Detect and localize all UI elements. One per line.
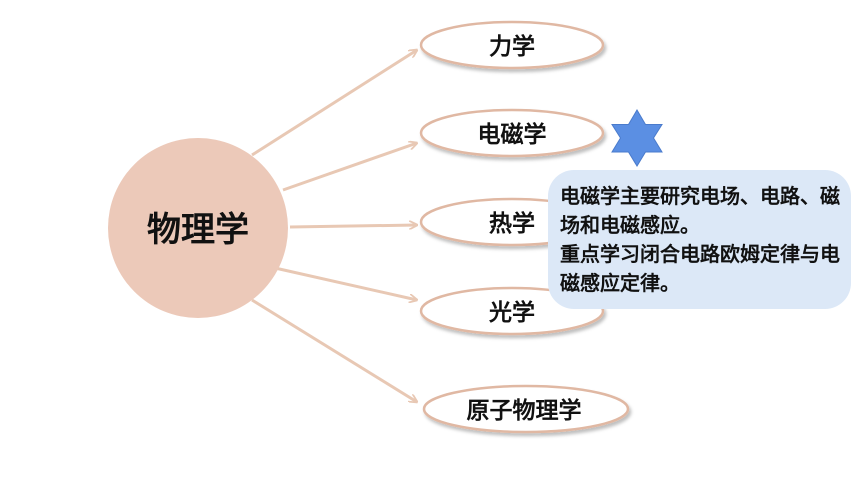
center-label: 物理学 [147, 210, 249, 250]
center-circle [108, 138, 288, 318]
branch-label: 光学 [488, 299, 535, 326]
center-node: 物理学 [108, 138, 288, 318]
arrow-to-optics [274, 266, 417, 300]
star-icon [611, 109, 663, 167]
branch-label: 电磁学 [478, 121, 547, 148]
branch-node-atomic-physics: 原子物理学 [422, 384, 630, 434]
arrow-to-thermodynamics [289, 225, 417, 227]
arrow-to-electromagnetism [282, 143, 417, 192]
branch-ellipse [419, 20, 605, 70]
callout-line-2: 重点学习闭合电路欧姆定律与电磁感应定律。 [560, 242, 840, 295]
branch-ellipse [419, 108, 605, 158]
electromagnetism-callout: 电磁学主要研究电场、电路、磁场和电磁感应。 重点学习闭合电路欧姆定律与电磁感应定… [548, 170, 851, 309]
arrow-to-atomic-physics [251, 298, 417, 402]
branch-label: 力学 [489, 33, 535, 60]
branch-node-electromagnetism: 电磁学 [419, 108, 605, 158]
branch-label: 热学 [489, 210, 535, 237]
callout-line-1: 电磁学主要研究电场、电路、磁场和电磁感应。 [560, 184, 840, 237]
connector-arrows [251, 50, 417, 402]
arrow-to-mechanics [251, 50, 417, 157]
branch-label: 原子物理学 [467, 397, 582, 424]
branch-node-mechanics: 力学 [419, 20, 605, 70]
branch-ellipse [422, 384, 630, 434]
